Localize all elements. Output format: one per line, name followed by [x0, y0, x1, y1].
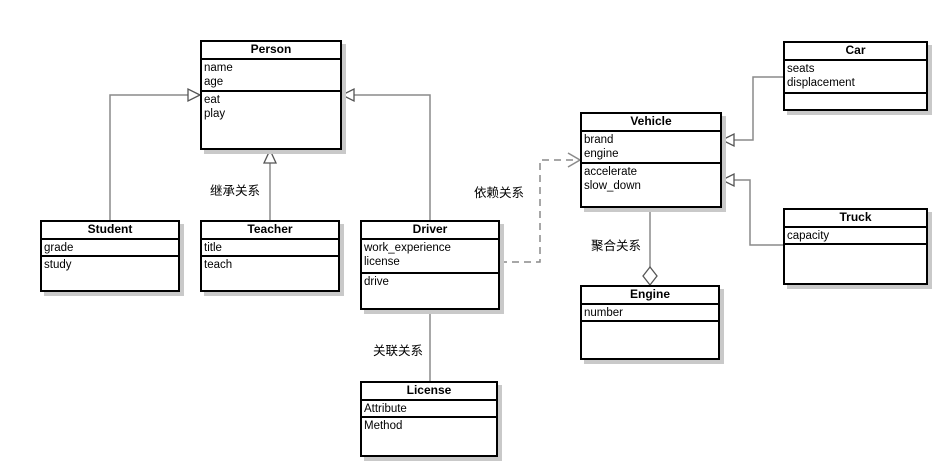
attribute: engine	[584, 148, 619, 160]
class-teacher-attributes: title	[202, 240, 338, 257]
class-engine-title: Engine	[582, 287, 718, 305]
label-inheritance: 继承关系	[210, 184, 261, 198]
class-license-title: License	[362, 383, 496, 401]
edge-teacher-person-inheritance	[262, 148, 278, 220]
method: teach	[204, 259, 233, 271]
method: drive	[364, 276, 389, 288]
class-truck-methods	[785, 245, 926, 283]
class-driver-attributes: work_experience license	[362, 240, 498, 274]
attribute: title	[204, 242, 222, 254]
class-engine-attributes: number	[582, 305, 718, 322]
label-association: 关联关系	[373, 344, 424, 358]
attribute: seats	[787, 63, 815, 75]
edge-car-vehicle-inheritance	[720, 76, 783, 148]
class-driver-title: Driver	[362, 222, 498, 240]
attribute: name	[204, 62, 233, 74]
class-vehicle: Vehicle brand engine accelerate slow_dow…	[580, 112, 722, 208]
hollow-diamond-icon	[642, 265, 658, 287]
label-aggregation: 聚合关系	[591, 239, 642, 253]
class-car-attributes: seats displacement	[785, 61, 926, 94]
class-license-methods: Method	[362, 418, 496, 455]
class-car-methods	[785, 94, 926, 109]
attribute: license	[364, 256, 400, 268]
class-vehicle-title: Vehicle	[582, 114, 720, 132]
attribute: number	[584, 307, 623, 319]
hollow-triangle-arrow-icon	[720, 172, 735, 188]
class-teacher-title: Teacher	[202, 222, 338, 240]
label-dependency: 依赖关系	[474, 186, 525, 200]
class-person-title: Person	[202, 42, 340, 60]
class-person: Person name age eat play	[200, 40, 342, 150]
hollow-triangle-arrow-icon	[720, 132, 735, 148]
class-teacher-methods: teach	[202, 257, 338, 290]
edge-driver-person-inheritance	[340, 87, 431, 220]
class-person-attributes: name age	[202, 60, 340, 92]
method: play	[204, 108, 226, 120]
class-engine: Engine number	[580, 285, 720, 360]
edge-truck-vehicle-inheritance	[720, 172, 783, 246]
class-truck: Truck capacity	[783, 208, 928, 285]
method: Method	[364, 420, 403, 432]
class-engine-methods	[582, 322, 718, 358]
method: slow_down	[584, 180, 641, 192]
method: eat	[204, 94, 220, 106]
edge-vehicle-engine-aggregation	[642, 208, 658, 287]
class-truck-attributes: capacity	[785, 228, 926, 245]
class-vehicle-methods: accelerate slow_down	[582, 164, 720, 206]
edge-driver-vehicle-dependency	[500, 152, 582, 263]
attribute: work_experience	[364, 242, 451, 254]
class-driver: Driver work_experience license drive	[360, 220, 500, 310]
hollow-triangle-arrow-icon	[262, 148, 278, 164]
class-student-attributes: grade	[42, 240, 178, 257]
class-car: Car seats displacement	[783, 41, 928, 111]
edge-student-person-inheritance	[109, 87, 202, 220]
class-teacher: Teacher title teach	[200, 220, 340, 292]
class-license-attributes: Attribute	[362, 401, 496, 418]
method: study	[44, 259, 72, 271]
method: accelerate	[584, 166, 638, 178]
attribute: capacity	[787, 230, 830, 242]
attribute: Attribute	[364, 403, 407, 415]
class-vehicle-attributes: brand engine	[582, 132, 720, 164]
class-student-title: Student	[42, 222, 178, 240]
class-truck-title: Truck	[785, 210, 926, 228]
class-student: Student grade study	[40, 220, 180, 292]
class-student-methods: study	[42, 257, 178, 290]
class-license: License Attribute Method	[360, 381, 498, 457]
attribute: displacement	[787, 77, 855, 89]
class-person-methods: eat play	[202, 92, 340, 148]
attribute: grade	[44, 242, 74, 254]
attribute: age	[204, 76, 224, 88]
hollow-triangle-arrow-icon	[187, 87, 202, 103]
hollow-triangle-arrow-icon	[340, 87, 355, 103]
class-driver-methods: drive	[362, 274, 498, 308]
attribute: brand	[584, 134, 614, 146]
class-car-title: Car	[785, 43, 926, 61]
